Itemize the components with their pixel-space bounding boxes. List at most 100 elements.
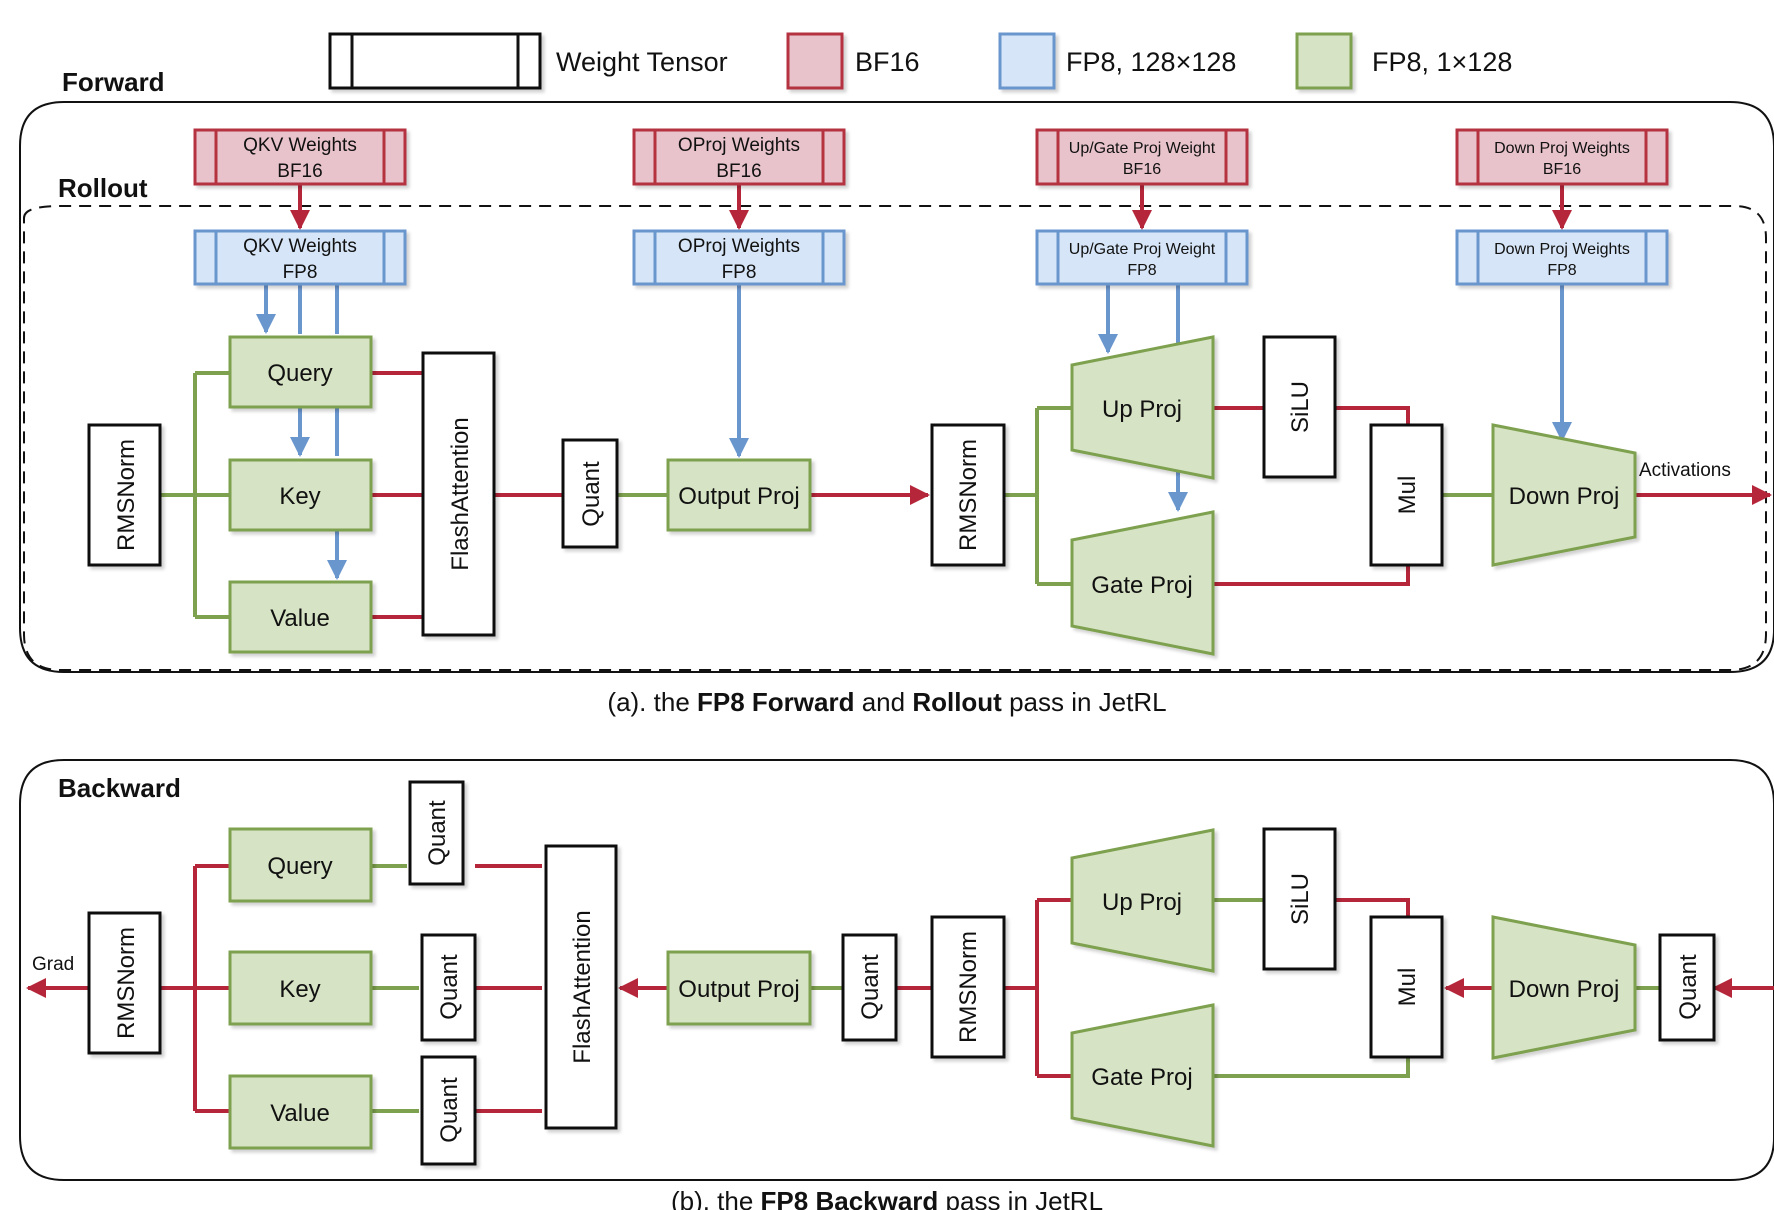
bwd-quant-q: Quant — [408, 780, 465, 886]
weight-bf16-upgate: Up/Gate Proj Weight BF16 — [1035, 128, 1249, 186]
fwd-flashattention: FlashAttention — [421, 351, 496, 637]
forward-title: Forward — [62, 67, 165, 97]
caption-forward-post: pass in JetRL — [1002, 687, 1167, 717]
forward-panel: Forward Rollout — [19, 67, 1774, 673]
bwd-gate-proj-label: Gate Proj — [1091, 1064, 1192, 1091]
bwd-flashattention: FlashAttention — [544, 844, 618, 1130]
fwd-gate-proj: Gate Proj — [1070, 510, 1215, 656]
rollout-title: Rollout — [58, 173, 148, 203]
weight-bf16-upgate-name: Up/Gate Proj Weight — [1069, 140, 1216, 157]
weight-bf16-down: Down Proj Weights BF16 — [1455, 128, 1669, 186]
weight-bf16-upgate-dtype: BF16 — [1123, 161, 1161, 178]
bwd-quant-v-label: Quant — [436, 1077, 463, 1143]
bwd-up-proj: Up Proj — [1070, 828, 1215, 973]
bwd-down-proj: Down Proj — [1491, 915, 1637, 1060]
backward-connectors — [26, 864, 1774, 1113]
fwd-query-box: Query — [228, 335, 373, 409]
bwd-rmsnorm-1: RMSNorm — [87, 911, 162, 1055]
fwd-rmsnorm-2: RMSNorm — [930, 423, 1006, 567]
weight-bf16-down-name: Down Proj Weights — [1494, 140, 1630, 157]
bwd-rmsnorm-1-label: RMSNorm — [113, 927, 140, 1039]
fwd-output-proj-label: Output Proj — [678, 483, 799, 510]
weight-bf16-qkv: QKV Weights BF16 — [193, 128, 407, 186]
backward-title: Backward — [58, 773, 181, 803]
weight-fp8-upgate-name: Up/Gate Proj Weight — [1069, 241, 1216, 258]
bwd-down-proj-label: Down Proj — [1509, 976, 1620, 1003]
legend-fp8-tile-label: FP8, 1×128 — [1372, 47, 1512, 77]
bwd-value-label: Value — [270, 1100, 330, 1127]
legend-weight-tensor-label: Weight Tensor — [556, 47, 728, 77]
weight-bf16-down-dtype: BF16 — [1543, 161, 1581, 178]
bwd-output-proj-label: Output Proj — [678, 976, 799, 1003]
fwd-key-label: Key — [279, 483, 320, 510]
bwd-rmsnorm-2-label: RMSNorm — [955, 931, 982, 1043]
caption-forward-mid: and — [854, 687, 912, 717]
fwd-activations-label: Activations — [1639, 460, 1731, 481]
fwd-quant: Quant — [561, 438, 619, 549]
legend: Weight Tensor BF16 FP8, 128×128 FP8, 1×1… — [328, 32, 1512, 90]
bwd-rmsnorm-2: RMSNorm — [930, 915, 1006, 1059]
fwd-key-box: Key — [228, 458, 373, 532]
caption-backward-bold: FP8 Backward — [761, 1186, 939, 1210]
weight-fp8-down: Down Proj Weights FP8 — [1455, 229, 1669, 286]
bwd-query-box: Query — [228, 827, 373, 903]
fwd-value-label: Value — [270, 605, 330, 632]
weight-bf16-qkv-dtype: BF16 — [277, 161, 322, 182]
fwd-mul-label: Mul — [1394, 476, 1421, 515]
fwd-silu-label: SiLU — [1287, 381, 1314, 433]
legend-fp8-tile: FP8, 1×128 — [1295, 32, 1512, 90]
legend-fp8-block-label: FP8, 128×128 — [1066, 47, 1236, 77]
bwd-flashattention-label: FlashAttention — [569, 910, 596, 1063]
weight-bf16-oproj: OProj Weights BF16 — [632, 128, 846, 186]
fwd-down-proj: Down Proj — [1491, 423, 1637, 567]
weight-fp8-down-name: Down Proj Weights — [1494, 241, 1630, 258]
fwd-rmsnorm-2-label: RMSNorm — [955, 439, 982, 551]
weight-fp8-qkv-name: QKV Weights — [243, 236, 357, 257]
legend-bf16: BF16 — [786, 32, 920, 90]
bwd-value-box: Value — [228, 1074, 373, 1150]
bwd-silu-label: SiLU — [1287, 873, 1314, 925]
bwd-output-proj: Output Proj — [666, 950, 812, 1026]
fwd-mul: Mul — [1369, 423, 1444, 567]
caption-forward-bold-2: Rollout — [912, 687, 1002, 717]
weight-fp8-qkv-dtype: FP8 — [283, 262, 318, 283]
fwd-gate-proj-label: Gate Proj — [1091, 572, 1192, 599]
bwd-quant-k: Quant — [420, 933, 477, 1042]
fwd-quant-label: Quant — [578, 461, 605, 527]
weight-bf16-qkv-name: QKV Weights — [243, 135, 357, 156]
weight-fp8-down-dtype: FP8 — [1547, 262, 1576, 279]
weight-fp8-oproj: OProj Weights FP8 — [632, 229, 846, 286]
caption-backward-pre: (b). the — [671, 1186, 761, 1210]
bwd-mul-label: Mul — [1394, 968, 1421, 1007]
bwd-quant-o-label: Quant — [857, 954, 884, 1020]
caption-forward-bold-1: FP8 Forward — [697, 687, 854, 717]
legend-fp8-block: FP8, 128×128 — [998, 32, 1236, 90]
caption-backward-post: pass in JetRL — [938, 1186, 1103, 1210]
fwd-value-box: Value — [228, 580, 373, 654]
legend-weight-tensor: Weight Tensor — [328, 32, 728, 90]
fwd-flashattention-label: FlashAttention — [447, 417, 474, 570]
fwd-up-proj-label: Up Proj — [1102, 396, 1182, 423]
weight-fp8-upgate: Up/Gate Proj Weight FP8 — [1035, 229, 1249, 286]
bwd-quant-o: Quant — [841, 933, 898, 1042]
bwd-quant-k-label: Quant — [436, 954, 463, 1020]
fwd-up-proj: Up Proj — [1070, 335, 1215, 480]
bwd-quant-v: Quant — [420, 1055, 477, 1166]
weight-fp8-oproj-name: OProj Weights — [678, 236, 800, 257]
bwd-mul: Mul — [1369, 915, 1444, 1059]
caption-forward-pre: (a). the — [607, 687, 697, 717]
caption-forward: (a). the FP8 Forward and Rollout pass in… — [607, 687, 1166, 717]
bwd-quant-q-label: Quant — [424, 800, 451, 866]
backward-panel: Backward — [19, 759, 1774, 1181]
bwd-silu: SiLU — [1262, 827, 1337, 971]
weight-fp8-upgate-dtype: FP8 — [1127, 262, 1156, 279]
forward-connectors — [160, 184, 1772, 619]
weight-bf16-oproj-name: OProj Weights — [678, 135, 800, 156]
fwd-rmsnorm-1: RMSNorm — [87, 423, 162, 567]
bwd-quant-in: Quant — [1658, 933, 1716, 1042]
legend-bf16-label: BF16 — [855, 47, 920, 77]
caption-backward: (b). the FP8 Backward pass in JetRL — [671, 1186, 1103, 1210]
fwd-silu: SiLU — [1262, 335, 1337, 479]
fwd-down-proj-label: Down Proj — [1509, 483, 1620, 510]
